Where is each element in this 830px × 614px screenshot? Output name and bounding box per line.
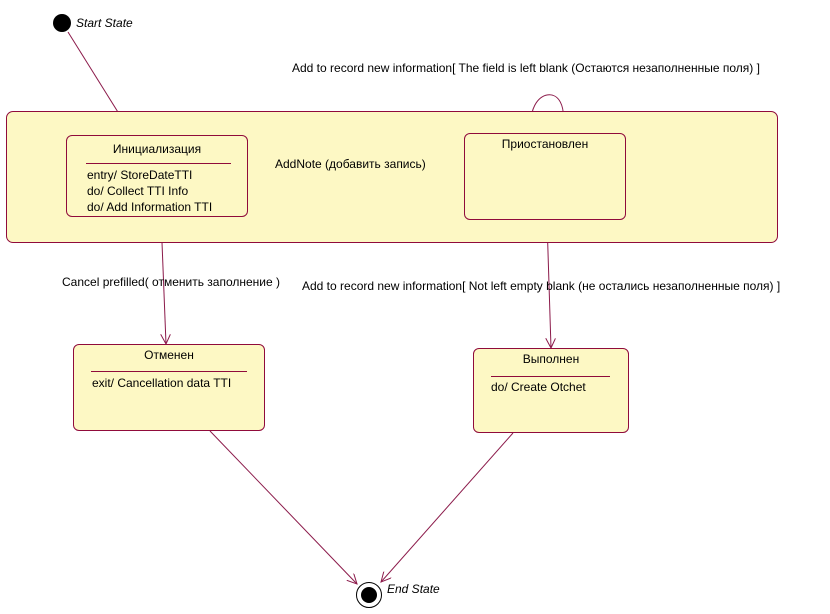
start-state-label: Start State: [76, 16, 133, 30]
state-init-do-add: do/ Add Information TTI: [87, 200, 213, 214]
state-done[interactable]: Выполнен do/ Create Otchet: [473, 348, 629, 433]
state-done-name: Выполнен: [522, 352, 580, 366]
state-init-do-collect: do/ Collect TTI Info: [87, 184, 189, 198]
state-paused-name: Приостановлен: [501, 137, 589, 151]
state-done-do: do/ Create Otchet: [491, 380, 586, 394]
cancelled-to-end-arrow: [209, 430, 357, 584]
transition-label-self-loop: Add to record new information[ The field…: [292, 61, 760, 75]
state-cancelled-name: Отменен: [144, 348, 194, 362]
done-to-end-arrow: [381, 432, 514, 582]
end-state-inner-dot: [361, 587, 377, 603]
end-state-node[interactable]: [356, 582, 382, 608]
transition-label-complete: Add to record new information[ Not left …: [302, 279, 781, 293]
state-cancelled-separator: [91, 371, 247, 372]
start-state-node[interactable]: [53, 14, 71, 32]
state-init-entry: entry/ StoreDateTTI: [87, 168, 193, 182]
state-init-name: Инициализация: [112, 142, 202, 156]
state-paused[interactable]: Приостановлен: [464, 133, 626, 220]
transition-label-add-note: AddNote (добавить запись): [275, 157, 426, 171]
state-done-separator: [491, 376, 610, 377]
transition-label-cancel: Cancel prefilled( отменить заполнение ): [62, 275, 281, 289]
state-cancelled-exit: exit/ Cancellation data TTI: [92, 376, 232, 390]
end-state-label: End State: [387, 582, 440, 596]
state-init[interactable]: Инициализация entry/ StoreDateTTI do/ Co…: [66, 135, 248, 217]
state-init-separator: [86, 163, 231, 164]
state-cancelled[interactable]: Отменен exit/ Cancellation data TTI: [73, 344, 265, 431]
